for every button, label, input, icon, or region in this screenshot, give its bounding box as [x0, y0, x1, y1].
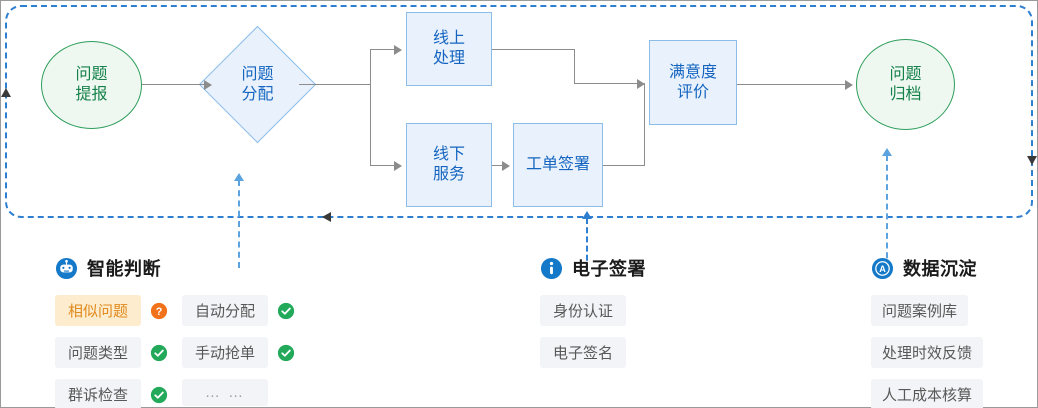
connector-arrow: [204, 80, 212, 90]
connector-submit-to-assign: [142, 84, 207, 86]
connector-arrow: [502, 161, 510, 171]
tag-row[interactable]: 电子签名: [540, 337, 626, 368]
link-assign-to-intelligent-judgement: [238, 180, 240, 268]
feedback-loop-arrow-right: [1027, 156, 1037, 165]
check-status-icon: [150, 344, 168, 361]
connector-arrow: [845, 80, 853, 90]
tag-row[interactable]: 身份认证: [540, 295, 626, 326]
tag-label[interactable]: 群诉检查: [55, 379, 141, 408]
flow-node-online-handling-label: 线上 处理: [432, 30, 465, 67]
flow-node-problem-assign-label: 问题 分配: [241, 65, 274, 103]
question-status-icon: ?: [150, 302, 168, 319]
feedback-loop-arrow-bottom: [322, 212, 331, 222]
connector-online-to-satisfaction: [574, 83, 640, 85]
group-header: A 数据沉淀: [871, 255, 983, 281]
connector-to-online: [370, 49, 397, 51]
archive-a-icon: A: [871, 257, 894, 279]
tag-row[interactable]: 群诉检查: [55, 379, 168, 408]
group-title: 电子签署: [572, 259, 646, 279]
link-signature-to-work-order: [586, 218, 588, 270]
flow-node-problem-archive[interactable]: 问题 归档: [856, 39, 955, 130]
flow-node-offline-service[interactable]: 线下 服务: [406, 123, 492, 207]
tag-row[interactable]: 问题类型: [55, 337, 168, 368]
tag-grid: 身份认证 电子签名: [540, 295, 646, 368]
flow-node-problem-submit-label: 问题 提报: [75, 66, 108, 103]
tag-label[interactable]: 人工成本核算: [871, 379, 984, 408]
connector-offline-to-sign: [492, 165, 505, 167]
connector-assign-out: [299, 84, 371, 86]
check-status-icon: [277, 344, 295, 361]
link-archive-to-data-precipitation: [886, 155, 888, 268]
flow-node-satisfaction-rating-label: 满意度 评价: [668, 63, 717, 101]
tag-label[interactable]: 问题类型: [55, 337, 141, 368]
flow-node-work-order-signing-label: 工单签署: [525, 156, 590, 173]
svg-text:A: A: [879, 264, 886, 274]
tag-label[interactable]: 自动分配: [182, 295, 268, 326]
tag-column: 相似问题 ? 问题类型 群诉检查: [55, 295, 168, 408]
flow-node-problem-submit[interactable]: 问题 提报: [41, 41, 142, 129]
process-flow-panel: [5, 5, 1033, 218]
connector-split-bus: [370, 49, 372, 166]
group-title: 智能判断: [87, 259, 161, 279]
tag-row[interactable]: 相似问题 ?: [55, 295, 168, 326]
tag-label[interactable]: 处理时效反馈: [871, 337, 984, 368]
feedback-loop-arrow-left: [1, 88, 11, 97]
flow-node-offline-service-label: 线下 服务: [432, 146, 465, 183]
tag-row[interactable]: 处理时效反馈: [871, 337, 984, 368]
tag-label[interactable]: 电子签名: [540, 337, 626, 368]
tag-row[interactable]: … …: [182, 379, 295, 406]
feature-group-intelligent-judgement: 智能判断 相似问题 ? 问题类型: [55, 255, 295, 408]
tag-grid: 相似问题 ? 问题类型 群诉检查: [55, 295, 295, 408]
link-arrow-up: [582, 211, 592, 219]
tag-column: 问题案例库 处理时效反馈 人工成本核算: [871, 295, 984, 408]
link-arrow-up: [882, 148, 892, 156]
connector-to-offline: [370, 165, 397, 167]
feature-group-electronic-signature: 电子签署 身份认证 电子签名: [540, 255, 646, 368]
tag-grid: 问题案例库 处理时效反馈 人工成本核算: [871, 295, 984, 408]
tag-column: 自动分配 手动抢单 … …: [182, 295, 295, 408]
group-header: 智能判断: [55, 255, 295, 281]
connector-sign-out: [603, 165, 645, 167]
connector-arrow: [394, 45, 402, 55]
link-arrow-up: [234, 173, 244, 181]
feature-group-data-precipitation: A 数据沉淀 问题案例库 处理时效反馈 人工成本核算: [871, 255, 984, 408]
connector-online-out: [492, 49, 575, 51]
flow-node-satisfaction-rating[interactable]: 满意度 评价: [649, 40, 737, 125]
tag-label[interactable]: 手动抢单: [182, 337, 268, 368]
tag-row[interactable]: 人工成本核算: [871, 379, 984, 408]
connector-satisfaction-to-archive: [737, 84, 847, 86]
connector-arrow: [394, 161, 402, 171]
connector-arrow: [637, 79, 645, 89]
info-icon: [540, 257, 563, 279]
robot-icon: [55, 257, 78, 279]
tag-row[interactable]: 手动抢单: [182, 337, 295, 368]
connector-online-step: [574, 49, 576, 83]
tag-label[interactable]: 相似问题: [55, 295, 141, 326]
flow-node-problem-archive-label: 问题 归档: [889, 65, 922, 103]
group-title: 数据沉淀: [903, 259, 977, 279]
tag-column: 身份认证 电子签名: [540, 295, 626, 368]
svg-text:?: ?: [156, 305, 163, 317]
check-status-icon: [277, 302, 295, 319]
connector-sign-riser: [644, 83, 646, 166]
flow-node-problem-assign[interactable]: 问题 分配: [198, 25, 317, 144]
tag-row[interactable]: 自动分配: [182, 295, 295, 326]
tag-label[interactable]: 身份认证: [540, 295, 626, 326]
check-status-icon: [150, 386, 168, 403]
flow-node-work-order-signing[interactable]: 工单签署: [513, 123, 603, 207]
flow-node-online-handling[interactable]: 线上 处理: [406, 12, 492, 86]
group-header: 电子签署: [540, 255, 646, 281]
tag-label-ellipsis: … …: [182, 379, 268, 406]
tag-label[interactable]: 问题案例库: [871, 295, 969, 326]
tag-row[interactable]: 问题案例库: [871, 295, 983, 326]
